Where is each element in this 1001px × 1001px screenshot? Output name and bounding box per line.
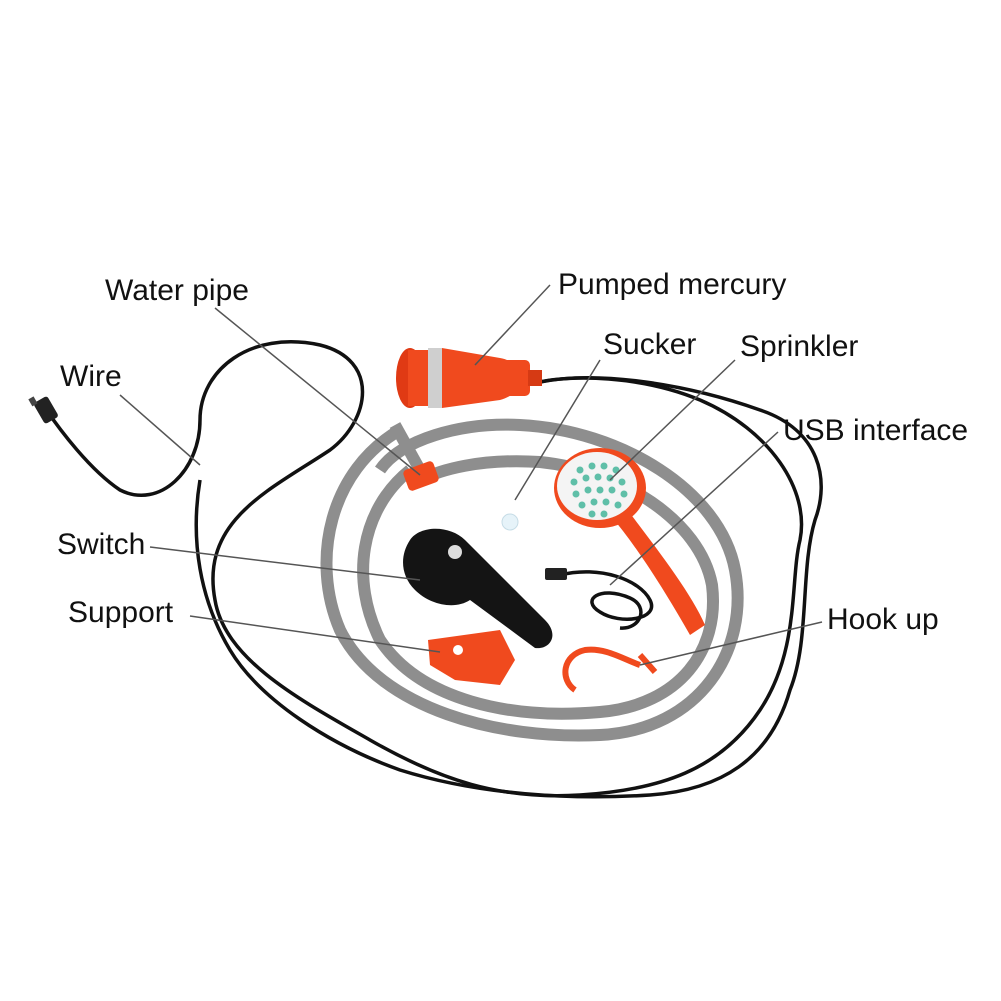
water-hose-tail [389,422,426,473]
leader-lines [119,284,823,666]
shower-head [554,448,705,635]
leader-usb-interface [609,431,779,586]
label-usb-interface: USB interface [783,414,969,447]
usb-cable [545,568,654,630]
leader-switch [149,546,421,581]
leader-wire [119,394,201,466]
support-bracket [428,630,515,685]
wire-cable-outer [194,376,823,799]
wire-plug [28,396,58,424]
water-hose-inner [357,455,719,720]
switch-unit [403,528,553,649]
leader-water-pipe [214,307,421,476]
leader-hook-up [639,621,823,666]
label-hook-up: Hook up [827,603,939,636]
wire-cable [43,340,804,798]
label-switch: Switch [57,528,146,561]
label-pumped-mercury: Pumped mercury [558,268,787,301]
water-hose [320,418,744,742]
leader-pumped-mercury [474,284,551,366]
leader-sucker [514,359,601,501]
hook [562,646,658,693]
label-support: Support [68,596,174,629]
label-sprinkler: Sprinkler [740,330,859,363]
label-water-pipe: Water pipe [105,274,249,307]
sucker-cup [501,513,519,531]
pump [396,348,542,408]
leader-sprinkler [609,359,736,481]
label-sucker: Sucker [603,328,697,361]
leader-support [189,615,441,653]
label-wire: Wire [60,360,122,393]
